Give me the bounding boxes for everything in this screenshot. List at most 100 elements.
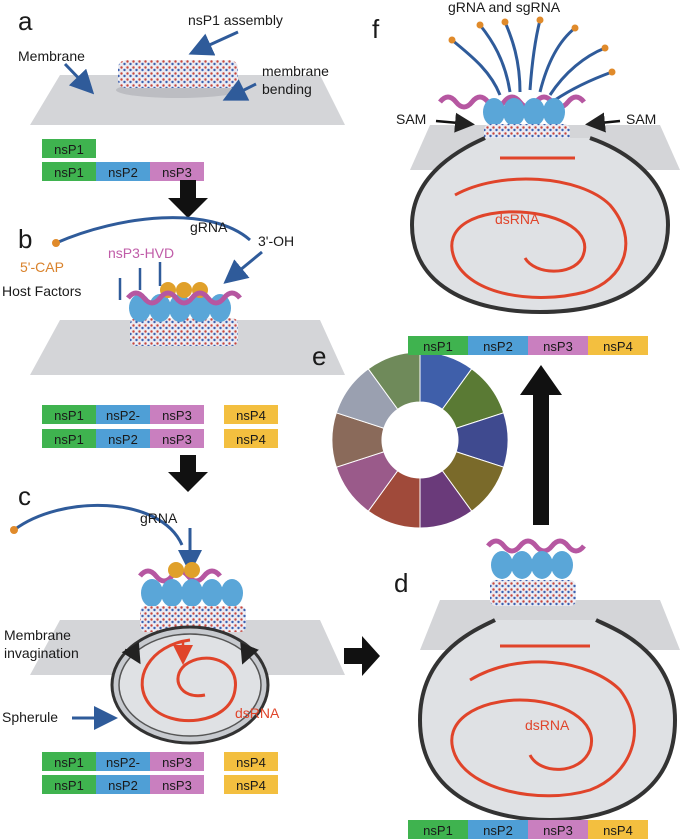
nsp1-ring-b bbox=[130, 318, 238, 346]
protein-box-a-1-0 bbox=[42, 162, 96, 181]
label-membrane-bending-2: bending bbox=[262, 81, 312, 97]
protein-label-c-1-3: nsP4 bbox=[236, 778, 266, 793]
protein-box-b-1-3 bbox=[224, 429, 278, 448]
label-3oh: 3'-OH bbox=[258, 233, 294, 249]
panel-b-letter: b bbox=[18, 224, 32, 254]
protein-label-b-1-3: nsP4 bbox=[236, 432, 266, 447]
panel-e-letter: e bbox=[312, 341, 326, 371]
protein-box-d-0-1 bbox=[468, 820, 528, 839]
arrow-sam-left bbox=[435, 112, 475, 133]
nsp2-layer-c bbox=[141, 579, 243, 607]
protein-label-d-0-0: nsP1 bbox=[423, 823, 453, 838]
step-arrow-d-f bbox=[520, 365, 562, 525]
protein-label-e-0-0: nsP1 bbox=[423, 339, 453, 354]
grna-strand-b bbox=[55, 216, 251, 245]
protein-box-d-0-0 bbox=[408, 820, 468, 839]
ring-subunit-3 bbox=[441, 451, 505, 512]
protein-label-e-0-3: nsP4 bbox=[603, 339, 633, 354]
hvd-tails-b bbox=[126, 290, 242, 306]
protein-label-c-0-3: nsP4 bbox=[236, 755, 266, 770]
protein-label-e-0-1: nsP2 bbox=[483, 339, 513, 354]
protein-label-c-0-2: nsP3 bbox=[162, 755, 192, 770]
label-host-factors: Host Factors bbox=[2, 283, 81, 299]
label-membrane: Membrane bbox=[18, 48, 85, 64]
label-grna-sgrna: gRNA and sgRNA bbox=[448, 0, 561, 15]
hvd-tails-d bbox=[486, 538, 586, 554]
ring-subunit-5 bbox=[367, 470, 421, 529]
protein-label-b-0-2: nsP3 bbox=[162, 408, 192, 423]
nsp1-ring-structure bbox=[331, 351, 509, 529]
label-dsrna-c: dsRNA bbox=[235, 705, 280, 721]
protein-box-d-0-3 bbox=[588, 820, 648, 839]
protein-box-c-0-1 bbox=[96, 752, 150, 771]
protein-box-c-0-0 bbox=[42, 752, 96, 771]
nsp4-spheres-c bbox=[168, 562, 200, 578]
step-arrow-a-b bbox=[168, 180, 208, 218]
arrow-nsp1-assembly bbox=[188, 30, 239, 56]
protein-label-a-1-1: nsP2 bbox=[108, 165, 138, 180]
ring-subunit-2 bbox=[455, 412, 509, 468]
protein-box-a-0-0 bbox=[42, 139, 96, 158]
protein-box-b-0-0 bbox=[42, 405, 96, 424]
protein-box-b-0-2 bbox=[150, 405, 204, 424]
arrow-membrane-bending bbox=[222, 79, 257, 101]
protein-box-c-0-3 bbox=[224, 752, 278, 771]
grna-strand-c bbox=[13, 503, 184, 546]
nsp1-ring-c bbox=[140, 606, 246, 632]
protein-box-c-1-0 bbox=[42, 775, 96, 794]
protein-box-b-0-3 bbox=[224, 405, 278, 424]
cap-dot-b bbox=[52, 239, 60, 247]
label-membrane-bending-1: membrane bbox=[262, 63, 329, 79]
nsp1-assembly-ring bbox=[118, 60, 238, 88]
protein-label-b-1-2: nsP3 bbox=[162, 432, 192, 447]
protein-label-c-0-1: nsP2- bbox=[106, 755, 140, 770]
ring-subunit-1 bbox=[441, 368, 505, 429]
protein-box-e-0-1 bbox=[468, 336, 528, 355]
protein-box-b-0-1 bbox=[96, 405, 150, 424]
label-sam-left: SAM bbox=[396, 111, 426, 127]
label-invag-1: Membrane bbox=[4, 627, 71, 643]
nsp4-spheres-b bbox=[160, 282, 208, 298]
panel-b: b gRNA 5'-CAP nsP3-HVD 3'-OH Host Factor… bbox=[2, 216, 345, 448]
ring-subunit-7 bbox=[331, 412, 385, 468]
protein-label-c-1-0: nsP1 bbox=[54, 778, 84, 793]
protein-label-b-0-0: nsP1 bbox=[54, 408, 84, 423]
protein-box-c-1-2 bbox=[150, 775, 204, 794]
protein-box-d-0-2 bbox=[528, 820, 588, 839]
arrow-invag-left bbox=[121, 641, 141, 665]
arrow-sam-right bbox=[585, 112, 621, 133]
dsrna-coil-d bbox=[450, 660, 636, 798]
membrane-plane-b bbox=[30, 320, 345, 375]
protein-label-d-0-2: nsP3 bbox=[543, 823, 573, 838]
protein-label-d-0-1: nsP2 bbox=[483, 823, 513, 838]
label-spherule: Spherule bbox=[2, 709, 58, 725]
cap-dot-c bbox=[10, 526, 18, 534]
protein-box-c-1-3 bbox=[224, 775, 278, 794]
panel-f-letter: f bbox=[372, 14, 380, 44]
ring-subunit-6 bbox=[335, 451, 399, 512]
label-grna-b: gRNA bbox=[190, 219, 228, 235]
label-sam-right: SAM bbox=[626, 111, 656, 127]
protein-box-c-1-1 bbox=[96, 775, 150, 794]
label-dsrna-d: dsRNA bbox=[525, 717, 570, 733]
step-arrow-b-c bbox=[168, 455, 208, 492]
protein-label-b-0-1: nsP2- bbox=[106, 408, 140, 423]
rna-strands-f bbox=[451, 19, 613, 102]
protein-label-c-1-1: nsP2 bbox=[108, 778, 138, 793]
protein-box-b-1-0 bbox=[42, 429, 96, 448]
membrane-plane-a bbox=[30, 75, 345, 125]
dsrna-spiral-c bbox=[140, 638, 237, 723]
protein-box-a-1-1 bbox=[96, 162, 150, 181]
protein-box-e-0-2 bbox=[528, 336, 588, 355]
protein-box-e-0-3 bbox=[588, 336, 648, 355]
panel-a-letter: a bbox=[18, 6, 33, 36]
label-dsrna-f: dsRNA bbox=[495, 211, 540, 227]
label-grna-c: gRNA bbox=[140, 510, 178, 526]
panel-c-letter: c bbox=[18, 481, 31, 511]
protein-label-e-0-2: nsP3 bbox=[543, 339, 573, 354]
